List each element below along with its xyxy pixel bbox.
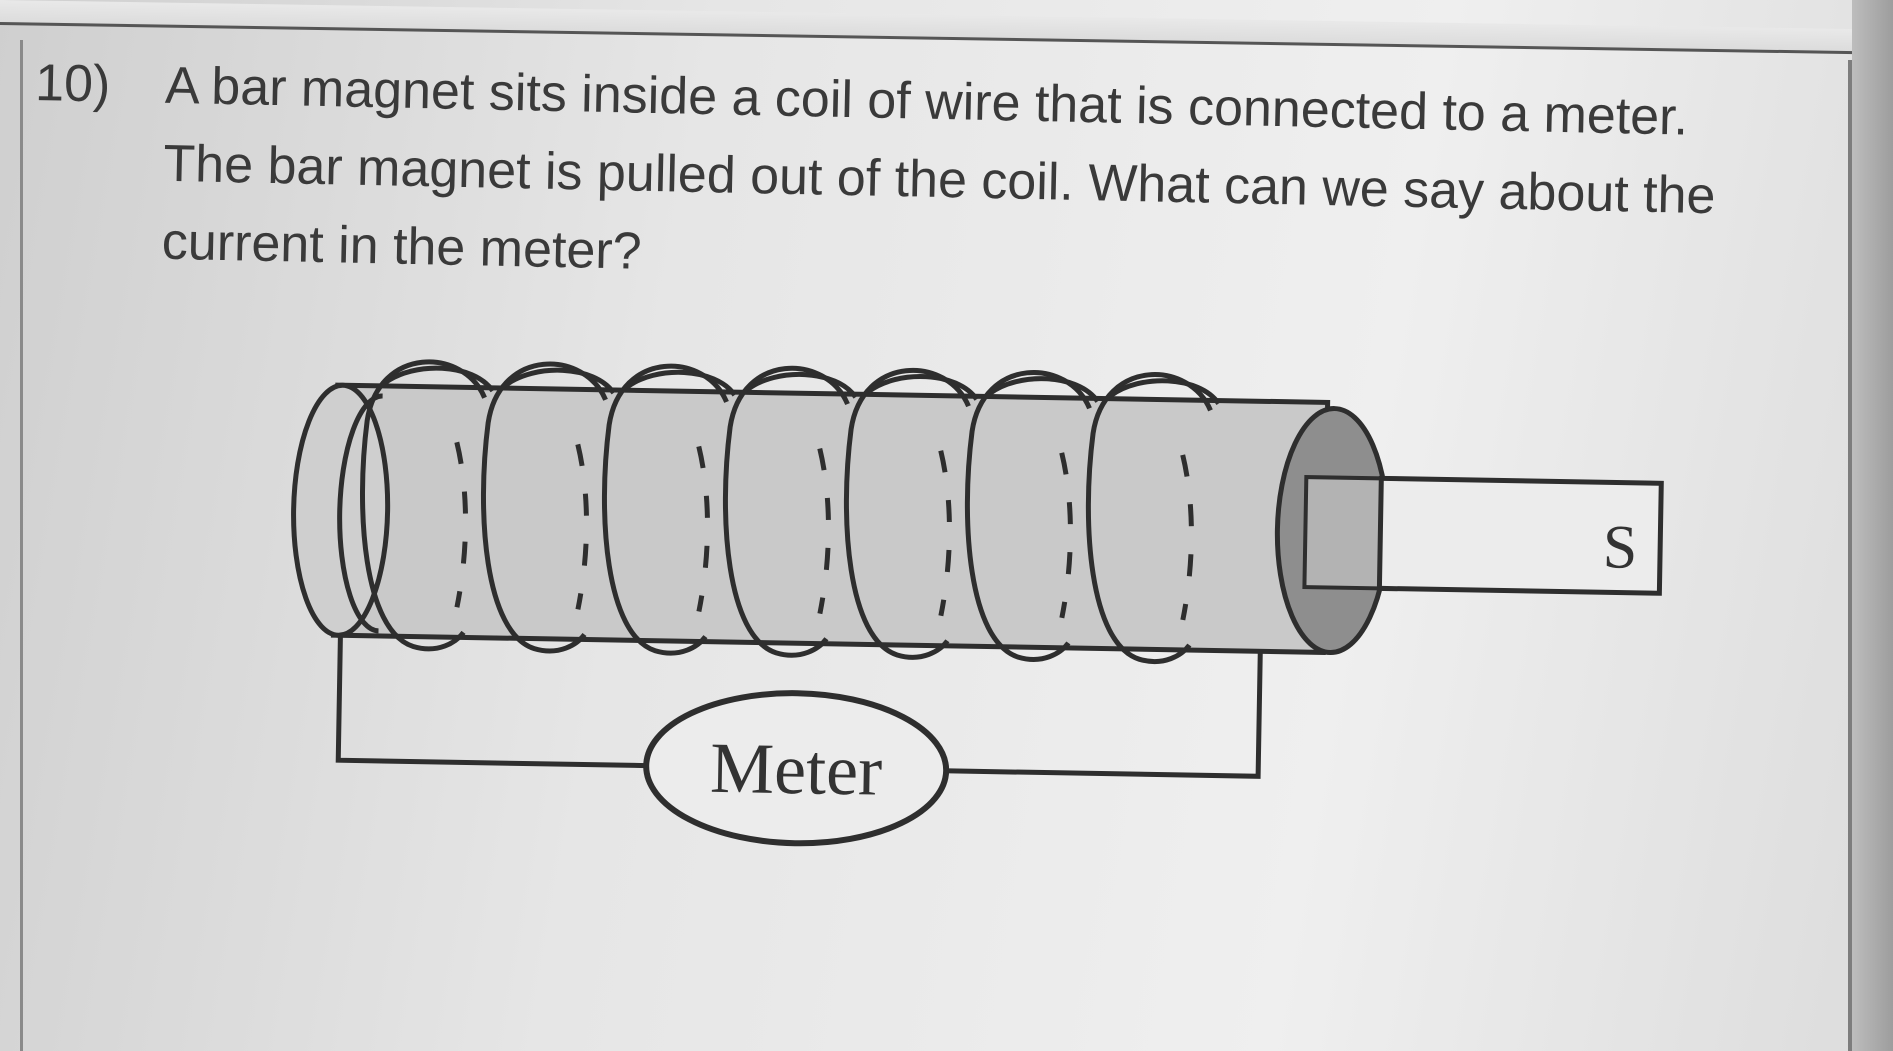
coil-loop [1085,372,1221,665]
coil-cylinder [291,382,1331,655]
page-right-border [1848,60,1852,1051]
screen-bezel-edge [1852,0,1893,1051]
meter-label: Meter [710,728,883,811]
coil-loop [360,359,495,652]
page-left-border [20,40,23,1051]
diagram-group: S Meter [291,359,1664,847]
meter-wires [335,635,1263,779]
coil-loop [843,367,979,660]
coil-loop [964,369,1100,662]
magnet-pole-label: S [1602,513,1638,582]
coil-loop [722,365,858,658]
bar-magnet [1302,475,1664,596]
coil-loop [601,363,737,656]
meter [643,690,950,847]
coil-loop [481,361,616,654]
coil-loops [360,359,1221,665]
